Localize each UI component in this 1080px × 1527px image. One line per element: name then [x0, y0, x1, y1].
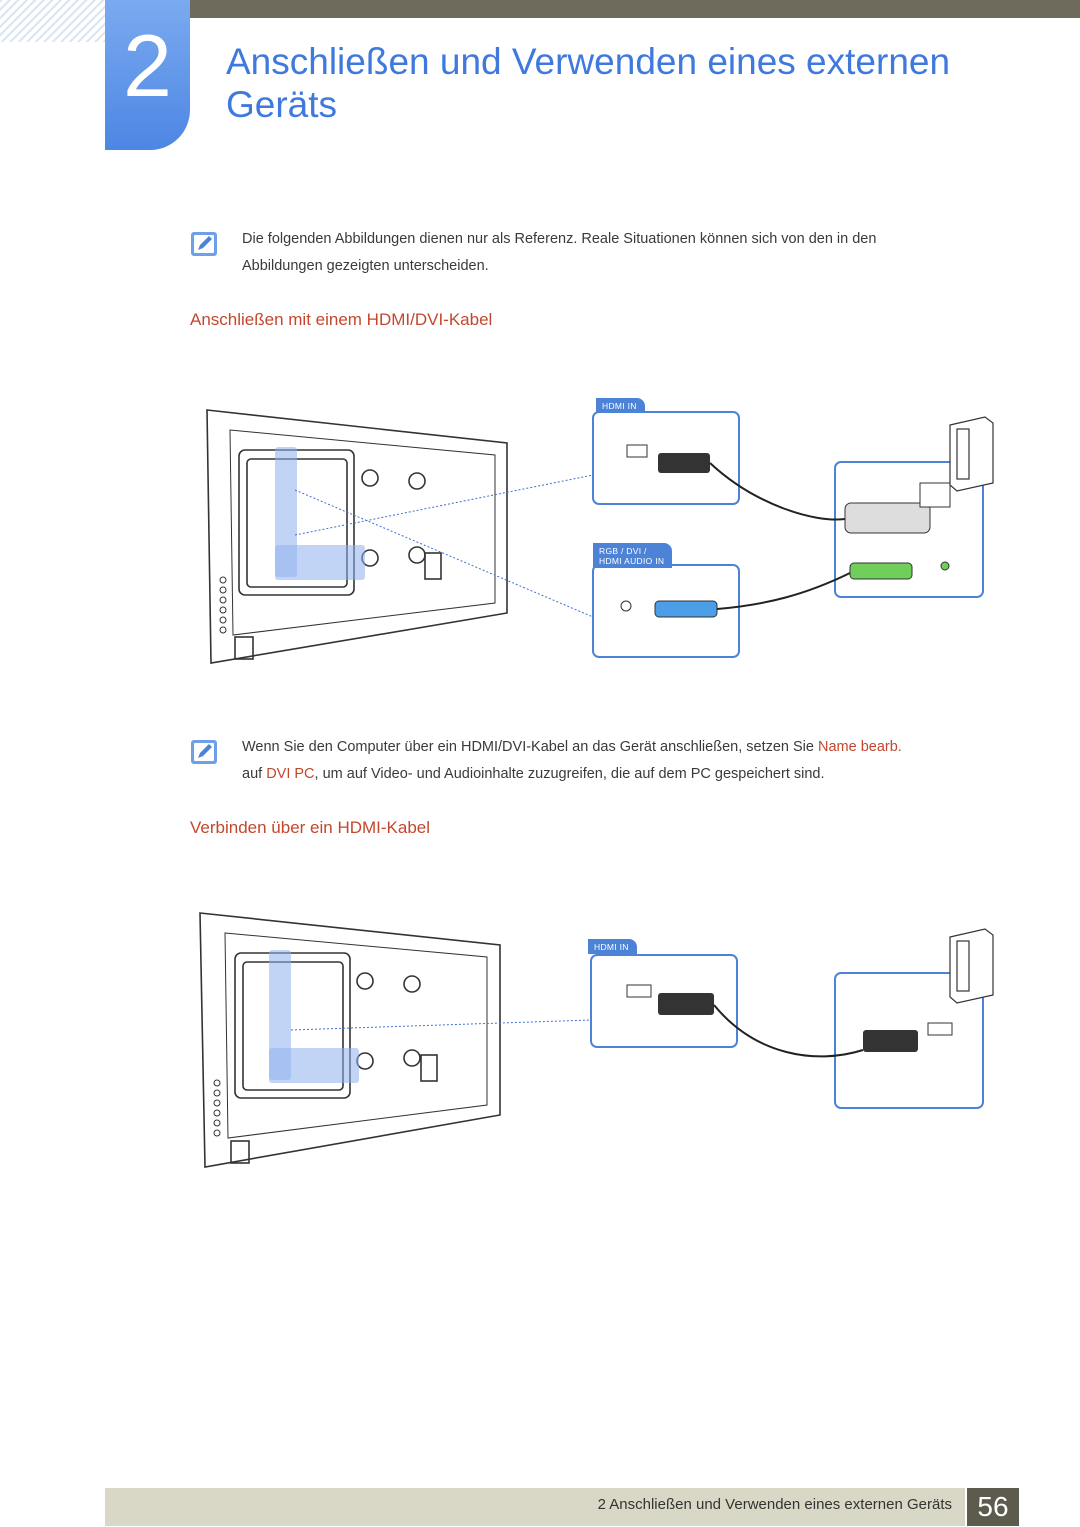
menu-value-dvi-pc: DVI PC — [266, 766, 315, 782]
note-icon — [191, 740, 217, 764]
note-line: Abbildungen gezeigten unterscheiden. — [242, 258, 489, 274]
pc-tower-illustration — [949, 928, 994, 1004]
chapter-title-line2: Geräts — [226, 84, 338, 125]
port-label-hdmi-in: HDMI IN — [588, 939, 637, 954]
port-highlight-horizontal — [269, 1048, 359, 1083]
chapter-number-block — [105, 0, 190, 150]
green-audio-plug — [849, 562, 913, 580]
hdmi-connection-diagram — [199, 912, 994, 1168]
chapter-number: 2 — [123, 16, 172, 115]
monitor-back-illustration — [199, 912, 501, 1168]
footer-bar — [105, 1488, 965, 1526]
note-text-part: Wenn Sie den Computer über ein HDMI/DVI-… — [242, 739, 818, 755]
note-hdmi-dvi-text: Wenn Sie den Computer über ein HDMI/DVI-… — [242, 734, 1022, 788]
monitor-back-illustration — [206, 409, 508, 664]
hdmi-socket — [626, 444, 648, 458]
chapter-title: Anschließen und Verwenden eines externen… — [226, 40, 1026, 126]
blue-audio-plug — [654, 600, 718, 618]
note-text-part: auf — [242, 766, 267, 782]
port-label-line: RGB / DVI / — [599, 546, 647, 556]
menu-item-name-bearb: Name bearb. — [818, 739, 902, 755]
header-bar — [190, 0, 1080, 18]
section-heading-hdmi-dvi: Anschließen mit einem HDMI/DVI-Kabel — [190, 310, 493, 329]
footer-chapter-title: 2 Anschließen und Verwenden eines extern… — [597, 1496, 952, 1513]
hdmi-dvi-connection-diagram — [206, 409, 994, 664]
section-heading-hdmi: Verbinden über ein HDMI-Kabel — [190, 818, 431, 837]
hdmi-plug-pc-side — [863, 1030, 918, 1052]
hdmi-socket — [626, 984, 652, 998]
pc-tower-illustration — [949, 416, 994, 492]
hdmi-plug — [658, 993, 714, 1015]
hdmi-plug — [658, 453, 710, 473]
hdmi-socket-pc — [927, 1022, 953, 1036]
dvi-plug — [844, 502, 931, 534]
note-text-part: , um auf Video- und Audioinhalte zuzugre… — [314, 766, 825, 782]
note-reference-text: Die folgenden Abbildungen dienen nur als… — [242, 226, 1022, 280]
port-highlight-vertical — [269, 950, 291, 1080]
header-stripes — [0, 0, 110, 42]
port-highlight-horizontal — [275, 545, 365, 580]
port-label-line: HDMI AUDIO IN — [599, 556, 665, 566]
port-label-hdmi-in: HDMI IN — [596, 398, 645, 413]
note-icon — [191, 232, 217, 256]
port-highlight-vertical — [275, 447, 297, 577]
chapter-title-line1: Anschließen und Verwenden eines externen — [226, 41, 951, 82]
page-number: 56 — [967, 1488, 1019, 1526]
dvi-socket — [919, 482, 951, 508]
note-line: Die folgenden Abbildungen dienen nur als… — [242, 231, 877, 247]
port-label-rgb-dvi-audio: RGB / DVI / HDMI AUDIO IN — [593, 543, 673, 568]
